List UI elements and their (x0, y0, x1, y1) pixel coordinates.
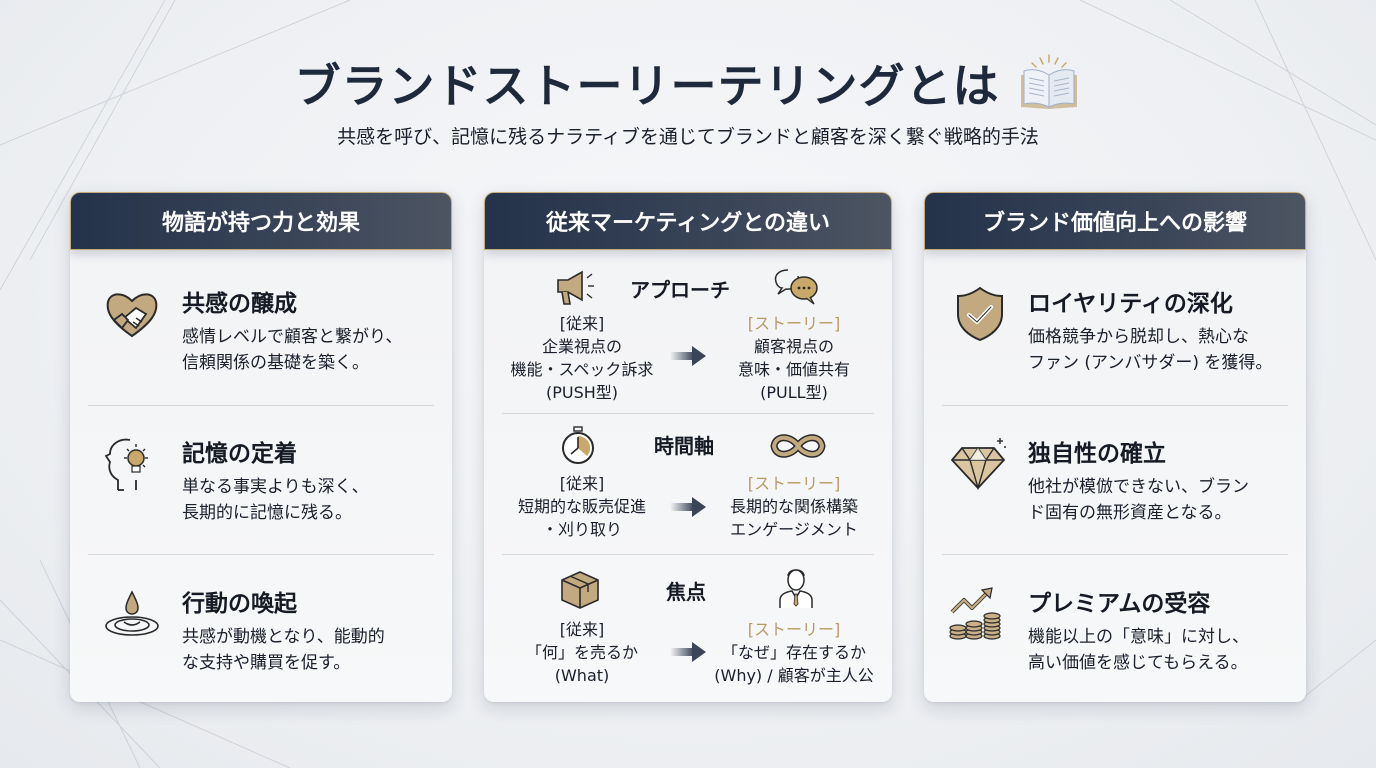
arrow-right-icon (670, 345, 708, 367)
card-header: 従来マーケティングとの違い (484, 192, 892, 250)
shield-check-icon (950, 284, 1010, 344)
desc-line: 他社が模倣できない、ブラン (1028, 477, 1249, 497)
title-row: ブランドストーリーテリングとは (0, 50, 1376, 116)
traditional-line: ・刈り取り (541, 520, 622, 539)
traditional-tag: [従来] (559, 474, 605, 493)
card-header: 物語が持つ力と効果 (70, 192, 452, 250)
page-title: ブランドストーリーテリングとは (294, 59, 1000, 113)
arrow-right-icon (670, 496, 708, 518)
head-lightbulb-icon (102, 434, 162, 494)
open-book-icon (1016, 51, 1082, 115)
divider (942, 554, 1288, 555)
item-description: 感情レベルで顧客と繋がり、 信頼関係の基礎を築く。 (182, 324, 452, 376)
traditional-column: [従来] 企業視点の 機能・スペック訴求 (PUSH型) (484, 312, 680, 404)
item-description: 価格競争から脱却し、熱心な ファン (アンバサダー) を獲得。 (1028, 324, 1298, 376)
page-subtitle: 共感を呼び、記憶に残るナラティブを通じてブランドと顧客を深く繋ぐ戦略的手法 (337, 126, 1039, 148)
desc-line: 高い価値を感じてもらえる。 (1028, 653, 1248, 673)
card-story-power: 物語が持つ力と効果 共感の醸成 感情レベルで顧客と繋がり、 信頼関係の基礎を築く… (70, 192, 452, 702)
desc-line: 信頼関係の基礎を築く。 (182, 353, 369, 373)
story-column: [ストーリー] 「なぜ」存在するか (Why) / 顧客が主人公 (696, 618, 892, 687)
coins-growth-icon (948, 584, 1008, 644)
item-title: 行動の喚起 (182, 591, 297, 617)
comparison-approach: アプローチ [従来] 企業視点の 機能・スペック訴求 (PUSH型) [ストーリ… (484, 260, 892, 408)
story-column: [ストーリー] 長期的な関係構築 エンゲージメント (696, 472, 892, 541)
traditional-line: 企業視点の (541, 337, 622, 356)
divider (502, 413, 874, 414)
divider (502, 554, 874, 555)
arrow-right-icon (670, 641, 708, 663)
card-header: ブランド価値向上への影響 (924, 192, 1306, 250)
story-tag: [ストーリー] (747, 314, 841, 333)
item-title: 独自性の確立 (1028, 441, 1166, 467)
comparison-focus: 焦点 [従来] 「何」を売るか (What) [ストーリー] 「なぜ」存在するか… (484, 564, 892, 702)
traditional-line: 「何」を売るか (525, 643, 638, 662)
divider (88, 554, 434, 555)
infinity-icon (768, 426, 828, 466)
desc-line: ド固有の無形資産となる。 (1028, 503, 1232, 523)
traditional-line: (PUSH型) (545, 383, 619, 402)
desc-line: 感情レベルで顧客と繋がり、 (182, 327, 403, 347)
story-line: 長期的な関係構築 (729, 497, 858, 516)
item-title: 共感の醸成 (182, 291, 297, 317)
list-item-action: 行動の喚起 共感が動機となり、能動的 な支持や購買を促す。 (70, 550, 452, 700)
item-description: 機能以上の「意味」に対し、 高い価値を感じてもらえる。 (1028, 624, 1298, 676)
desc-line: 価格競争から脱却し、熱心な (1028, 327, 1249, 347)
desc-line: 長期的に記憶に残る。 (182, 503, 352, 523)
item-title: プレミアムの受容 (1028, 591, 1211, 617)
card-marketing-comparison: 従来マーケティングとの違い アプローチ [従来] 企業視点の 機能・スペック訴求… (484, 192, 892, 702)
item-title: 記憶の定着 (182, 441, 297, 467)
comparison-label: アプローチ (630, 278, 730, 302)
comparison-label: 焦点 (666, 580, 706, 604)
stopwatch-icon (554, 426, 602, 466)
item-description: 単なる事実よりも深く、 長期的に記憶に残る。 (182, 474, 452, 526)
story-line: 「なぜ」存在するか (721, 643, 866, 662)
story-line: (PULL型) (760, 383, 828, 402)
desc-line: な支持や購買を促す。 (182, 653, 351, 673)
traditional-column: [従来] 「何」を売るか (What) (484, 618, 680, 687)
traditional-line: 機能・スペック訴求 (510, 360, 654, 379)
story-line: (Why) / 顧客が主人公 (714, 666, 874, 685)
package-box-icon (556, 570, 604, 610)
item-description: 共感が動機となり、能動的 な支持や購買を促す。 (182, 624, 452, 676)
comparison-label: 時間軸 (654, 434, 714, 458)
traditional-tag: [従来] (559, 314, 605, 333)
item-title: ロイヤリティの深化 (1028, 291, 1233, 317)
traditional-tag: [従来] (559, 620, 605, 639)
speech-bubbles-icon (772, 266, 820, 306)
item-description: 他社が模倣できない、ブラン ド固有の無形資産となる。 (1028, 474, 1298, 526)
list-item-memory: 記憶の定着 単なる事実よりも深く、 長期的に記憶に残る。 (70, 400, 452, 550)
handshake-heart-icon (102, 284, 162, 344)
megaphone-icon (554, 268, 602, 308)
story-line: 顧客視点の (753, 337, 834, 356)
story-tag: [ストーリー] (747, 620, 841, 639)
divider (942, 405, 1288, 406)
traditional-line: 短期的な販売促進 (517, 497, 646, 516)
person-icon (772, 564, 820, 610)
desc-line: 共感が動機となり、能動的 (182, 627, 385, 647)
list-item-empathy: 共感の醸成 感情レベルで顧客と繋がり、 信頼関係の基礎を築く。 (70, 250, 452, 400)
card-brand-value: ブランド価値向上への影響 ロイヤリティの深化 価格競争から脱却し、熱心な ファン… (924, 192, 1306, 702)
desc-line: 機能以上の「意味」に対し、 (1028, 627, 1249, 647)
story-column: [ストーリー] 顧客視点の 意味・価値共有 (PULL型) (696, 312, 892, 404)
comparison-timeline: 時間軸 [従来] 短期的な販売促進 ・刈り取り [ストーリー] 長期的な関係構築… (484, 420, 892, 568)
list-item-loyalty: ロイヤリティの深化 価格競争から脱却し、熱心な ファン (アンバサダー) を獲得… (924, 250, 1306, 400)
story-tag: [ストーリー] (747, 474, 841, 493)
water-drop-ripple-icon (102, 584, 162, 644)
traditional-line: (What) (554, 666, 610, 685)
divider (88, 405, 434, 406)
story-line: エンゲージメント (730, 520, 858, 539)
list-item-premium: プレミアムの受容 機能以上の「意味」に対し、 高い価値を感じてもらえる。 (924, 550, 1306, 700)
story-line: 意味・価値共有 (737, 360, 850, 379)
traditional-column: [従来] 短期的な販売促進 ・刈り取り (484, 472, 680, 541)
desc-line: 単なる事実よりも深く、 (182, 477, 369, 497)
desc-line: ファン (アンバサダー) を獲得。 (1028, 353, 1273, 373)
list-item-uniqueness: 独自性の確立 他社が模倣できない、ブラン ド固有の無形資産となる。 (924, 400, 1306, 550)
diamond-icon (948, 434, 1008, 494)
